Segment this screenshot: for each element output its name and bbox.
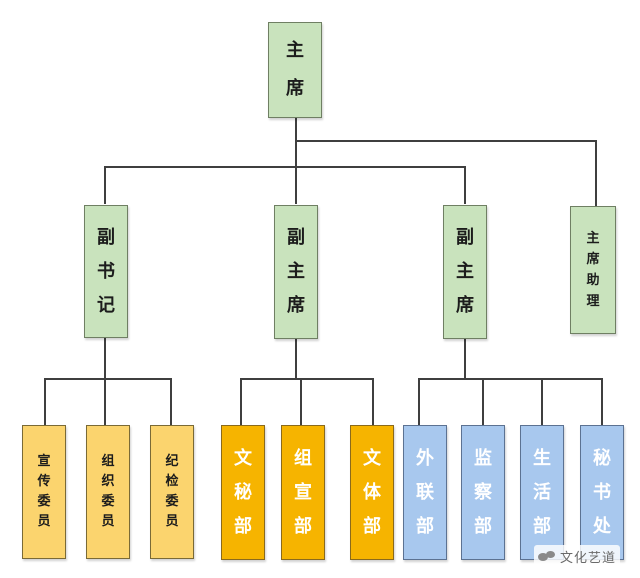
supervision-dept-label: 监 察 部 <box>474 447 492 537</box>
connector-line <box>595 140 597 206</box>
connector-line <box>104 166 106 204</box>
connector-line <box>541 378 543 425</box>
chairman-box: 主 席 <box>268 22 322 118</box>
organization-propaganda-dept-label: 组 宣 部 <box>294 447 312 537</box>
connector-line <box>418 378 420 425</box>
propaganda-member-label: 宣 传 委 员 <box>37 454 51 529</box>
culture-sports-dept-label: 文 体 部 <box>363 447 381 537</box>
chairman-label: 主 席 <box>286 40 304 99</box>
connector-line <box>482 378 484 425</box>
vice-secretary-label: 副 书 记 <box>97 226 115 316</box>
vice-chairman-label-1: 副 主 席 <box>287 227 305 316</box>
connector-line <box>240 378 242 425</box>
connector-line <box>295 117 297 167</box>
wechat-icon <box>537 549 556 565</box>
connector-line <box>464 166 466 204</box>
vice-chairman-box-1: 副 主 席 <box>274 205 318 339</box>
external-liaison-dept-label: 外 联 部 <box>416 447 434 537</box>
secretariat-dept-label: 文 秘 部 <box>234 447 252 537</box>
connector-line <box>464 339 466 379</box>
secretariat-dept-box: 文 秘 部 <box>221 425 265 560</box>
propaganda-member-box: 宣 传 委 员 <box>22 425 66 559</box>
vice-chairman-box-2: 副 主 席 <box>443 205 487 339</box>
external-liaison-dept-box: 外 联 部 <box>403 425 447 560</box>
connector-line <box>170 378 172 425</box>
connector-line <box>300 378 302 425</box>
discipline-member-box: 纪 检 委 员 <box>150 425 194 559</box>
living-dept-label: 生 活 部 <box>533 447 551 537</box>
culture-sports-dept-box: 文 体 部 <box>350 425 394 560</box>
secretariat-office-label: 秘 书 处 <box>593 447 611 537</box>
connector-line <box>104 166 466 168</box>
organization-member-box: 组 织 委 员 <box>86 425 130 559</box>
supervision-dept-box: 监 察 部 <box>461 425 505 560</box>
watermark-text: 文化艺道 <box>559 551 616 566</box>
organization-propaganda-dept-box: 组 宣 部 <box>281 425 325 560</box>
connector-line <box>104 337 106 379</box>
living-dept-box: 生 活 部 <box>520 425 564 560</box>
chairman-assistant-label: 主 席 助 理 <box>586 231 600 309</box>
connector-line <box>372 378 374 425</box>
discipline-member-label: 纪 检 委 员 <box>165 454 179 529</box>
connector-line <box>295 339 297 379</box>
connector-line <box>240 378 374 380</box>
connector-line <box>104 378 106 425</box>
connector-line <box>601 378 603 425</box>
vice-chairman-label-2: 副 主 席 <box>456 227 474 316</box>
vice-secretary-box: 副 书 记 <box>84 205 128 338</box>
organization-member-label: 组 织 委 员 <box>101 454 115 529</box>
connector-line <box>295 166 297 204</box>
secretariat-office-box: 秘 书 处 <box>580 425 624 560</box>
connector-line <box>44 378 46 425</box>
connector-line <box>295 140 597 142</box>
watermark: 文化艺道 <box>533 545 620 568</box>
chairman-assistant-box: 主 席 助 理 <box>570 206 616 334</box>
connector-line <box>44 378 172 380</box>
connector-line <box>418 378 603 380</box>
